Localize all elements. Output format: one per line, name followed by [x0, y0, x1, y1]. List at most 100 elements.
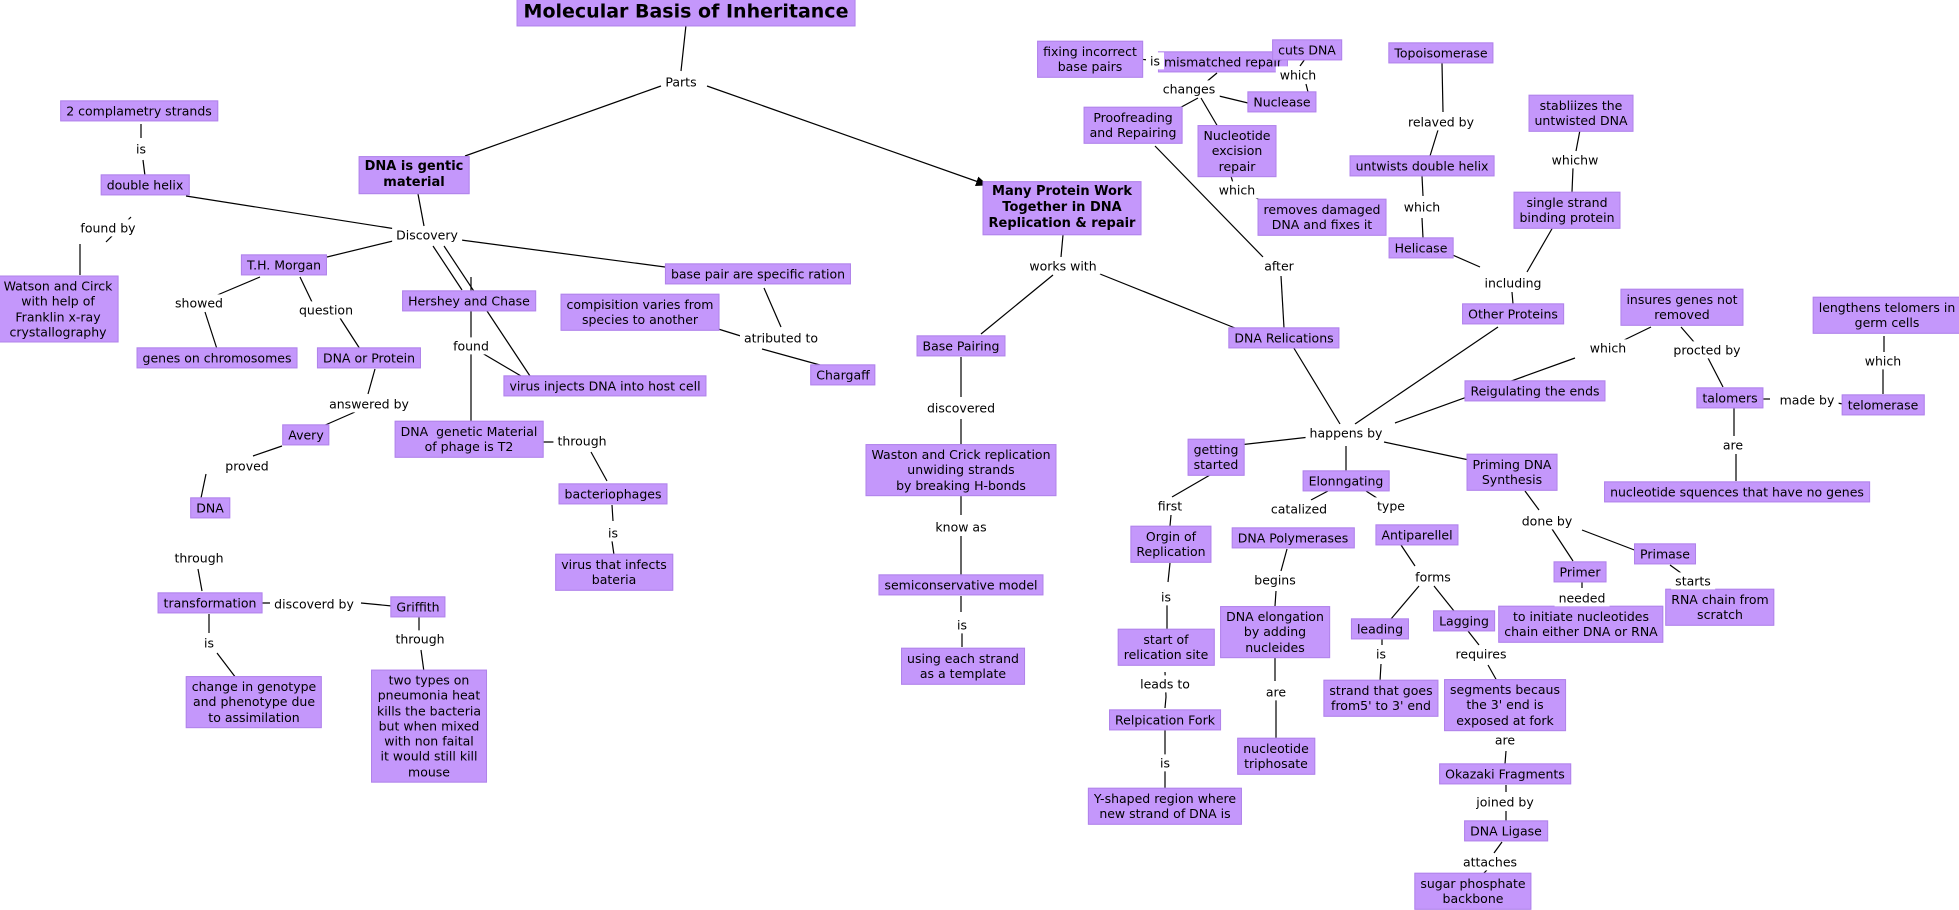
concept-change-genotype-phenotype: change in genotype and phenotype due to …: [185, 676, 323, 728]
link-is-strands: is: [132, 140, 150, 158]
concept-hershey-and-chase: Hershey and Chase: [402, 290, 536, 312]
concept-avery: Avery: [282, 424, 330, 446]
link-done-by: done by: [1517, 512, 1577, 530]
concept-th-morgan: T.H. Morgan: [240, 254, 328, 276]
link-which-excision: which: [1214, 181, 1260, 199]
concept-cuts-dna: cuts DNA: [1272, 39, 1342, 61]
link-requires: requires: [1451, 645, 1511, 663]
concept-base-pairing: Base Pairing: [916, 335, 1006, 357]
concept-getting-started: getting started: [1187, 438, 1245, 476]
link-through-dna: through: [170, 549, 228, 567]
concept-y-shaped-region: Y-shaped region where new strand of DNA …: [1087, 787, 1243, 825]
link-found-by: found by: [76, 219, 140, 237]
concept-helicase: Helicase: [1388, 237, 1454, 259]
link-relaved-by: relaved by: [1403, 113, 1479, 131]
concept-stabilizes-untwisted-dna: stabliizes the untwisted DNA: [1528, 94, 1634, 132]
link-forms: forms: [1411, 568, 1455, 586]
concept-base-pair-ratio: base pair are specific ration: [664, 263, 852, 285]
concept-many-protein-work: Many Protein Work Together in DNA Replic…: [982, 181, 1142, 235]
concept-semiconservative-model: semiconservative model: [878, 574, 1044, 596]
link-leads-to: leads to: [1136, 675, 1194, 693]
link-after: after: [1260, 257, 1298, 275]
concept-primase: Primase: [1634, 543, 1696, 565]
concept-nucleotide-sequences-no-genes: nucleotide squences that have no genes: [1604, 481, 1870, 503]
link-type: type: [1373, 497, 1409, 515]
link-showed: showed: [171, 294, 227, 312]
link-protected-by: procted by: [1669, 341, 1745, 359]
link-attaches: attaches: [1458, 853, 1522, 871]
link-is-bacteriophages: is: [604, 524, 622, 542]
link-are-segments: are: [1490, 731, 1520, 749]
concept-priming-dna-synthesis: Priming DNA Synthesis: [1466, 453, 1558, 491]
concept-proofreading-repairing: Proofreading and Repairing: [1083, 106, 1183, 144]
concept-initiate-nucleotides-chain: to initiate nucleotides chain either DNA…: [1498, 605, 1664, 643]
concept-leading: leading: [1350, 618, 1410, 640]
concept-watson-crick-franklin: Watson and Circk with help of Franklin x…: [0, 275, 119, 343]
concept-bacteriophages: bacteriophages: [558, 483, 668, 505]
link-is-mismatch: is: [1146, 52, 1164, 70]
link-made-by: made by: [1775, 391, 1839, 409]
concept-lengthens-telomeres: lengthens telomers in germ cells: [1812, 296, 1959, 334]
link-is-origin: is: [1157, 588, 1175, 606]
concept-griffith: Griffith: [390, 596, 446, 618]
concept-composition-varies: compisition varies from species to anoth…: [560, 293, 720, 331]
concept-dna-elongation: DNA elongation by adding nucleides: [1220, 606, 1330, 658]
concept-2-complementary-strands: 2 complametry strands: [60, 100, 218, 122]
concept-dna-or-protein: DNA or Protein: [316, 347, 422, 369]
link-whichw: whichw: [1547, 151, 1603, 169]
link-proved: proved: [221, 457, 273, 475]
concept-pneumonia-experiment: two types on pneumonia heat kills the ba…: [371, 669, 487, 783]
concept-telomerase: telomerase: [1841, 394, 1925, 416]
link-including: including: [1480, 274, 1546, 292]
link-which-telomerase: which: [1860, 352, 1906, 370]
concept-removes-damaged-dna: removes damaged DNA and fixes it: [1257, 198, 1387, 236]
concept-elongating: Elonngating: [1302, 470, 1390, 492]
concept-insures-genes-not-removed: insures genes not removed: [1620, 288, 1744, 326]
concept-dna-ligase: DNA Ligase: [1464, 820, 1548, 842]
concept-single-strand-binding-protein: single strand binding protein: [1513, 191, 1621, 229]
link-begins: begins: [1250, 571, 1300, 589]
concept-dna-polymerases: DNA Polymerases: [1231, 527, 1355, 549]
concept-fixing-incorrect-base-pairs: fixing incorrect base pairs: [1037, 40, 1143, 78]
concept-okazaki-fragments: Okazaki Fragments: [1439, 763, 1571, 785]
link-is-fork: is: [1156, 754, 1174, 772]
link-know-as: know as: [931, 518, 991, 536]
concept-sugar-phosphate-backbone: sugar phosphate backbone: [1414, 872, 1532, 910]
concept-double-helix: double helix: [100, 174, 190, 196]
link-which-helicase: which: [1399, 198, 1445, 216]
concept-chargaff: Chargaff: [810, 364, 876, 386]
link-through-griffith: through: [391, 630, 449, 648]
concept-watson-crick-replication: Waston and Crick replication unwiding st…: [865, 444, 1057, 496]
link-which-cuts: which: [1275, 66, 1321, 84]
link-first: first: [1153, 497, 1187, 515]
link-is-semiconservative: is: [953, 616, 971, 634]
link-found-hershey: found: [449, 337, 493, 355]
link-are-talomers: are: [1718, 436, 1748, 454]
concept-nucleotide-triphosphate: nucleotide triphosate: [1237, 737, 1315, 775]
link-answered-by: answered by: [325, 395, 413, 413]
link-discovered-by: discoverd by: [270, 595, 358, 613]
link-through-phage: through: [553, 432, 611, 450]
link-question: question: [294, 301, 358, 319]
concept-dna-genetic-material-phage: DNA genetic Material of phage is T2: [394, 420, 544, 458]
concept-virus-that-infects-bacteria: virus that infects bateria: [555, 553, 673, 591]
link-which-regulating: which: [1585, 339, 1631, 357]
concept-talomers: talomers: [1696, 387, 1764, 409]
concept-start-of-relication-site: start of relication site: [1117, 628, 1215, 666]
concept-nucleotide-excision-repair: Nucleotide excision repair: [1197, 125, 1277, 177]
link-starts: starts: [1671, 572, 1715, 590]
link-happens-by: happens by: [1305, 424, 1387, 442]
link-needed: needed: [1554, 589, 1610, 607]
concept-topoisomerase: Topoisomerase: [1388, 42, 1494, 64]
link-is-transformation: is: [200, 634, 218, 652]
concept-lagging: Lagging: [1433, 610, 1495, 632]
concept-transformation: transformation: [157, 592, 263, 614]
concept-regulating-the-ends: Reigulating the ends: [1464, 380, 1606, 402]
concept-mismatched-repair: mismatched repair: [1157, 51, 1289, 73]
link-discovery: Discovery: [392, 226, 462, 244]
link-is-leading: is: [1372, 645, 1390, 663]
concept-each-strand-template: using each strand as a template: [901, 647, 1025, 685]
link-parts: Parts: [661, 73, 701, 91]
link-attributed-to: atributed to: [739, 329, 823, 347]
concept-dna-genetic-material: DNA is gentic material: [358, 156, 470, 194]
